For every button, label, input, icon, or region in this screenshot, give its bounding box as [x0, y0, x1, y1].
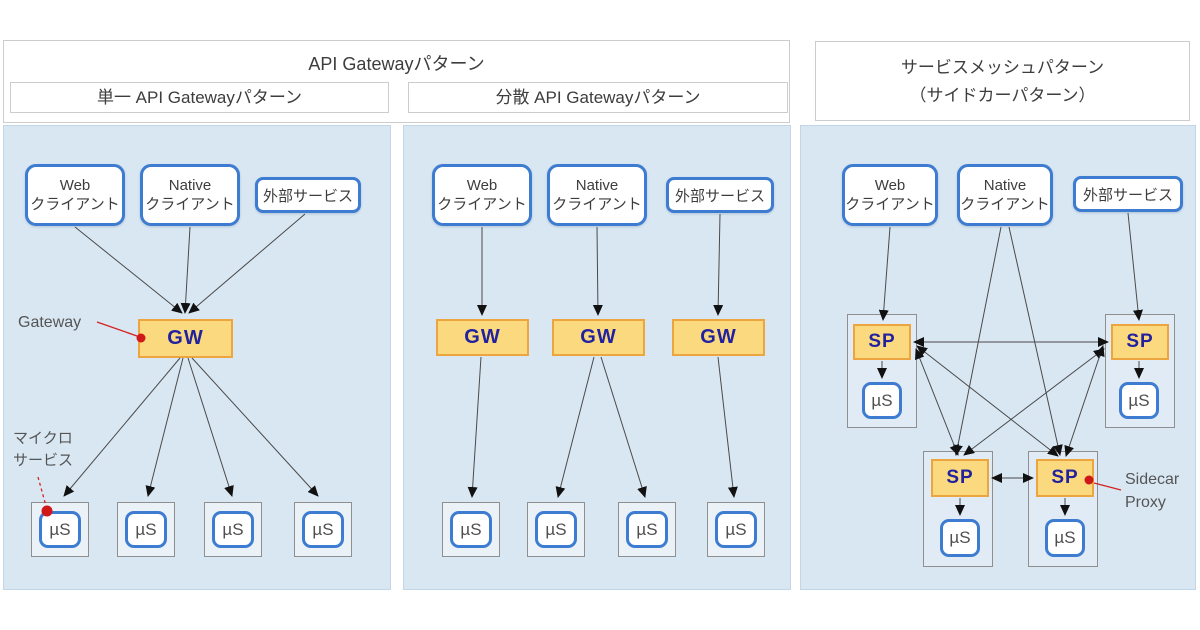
sidecar-proxy-label: SP	[946, 467, 974, 488]
sidecar-proxy-annotation-line2: Proxy	[1125, 494, 1166, 512]
microservice-label: µS	[49, 519, 71, 539]
service-mesh-header: サービスメッシュパターン （サイドカーパターン）	[815, 41, 1190, 121]
microservice-box: µS	[1045, 519, 1085, 557]
web-client-label-line1: Web	[59, 176, 91, 194]
api-gateway-group-title: API Gatewayパターン	[308, 54, 485, 74]
service-mesh-title-line2: （サイドカーパターン）	[909, 86, 1096, 106]
gateway-box: GW	[552, 319, 645, 356]
microservice-box: µS	[39, 511, 81, 548]
native-client-label-line2: クライアント	[552, 196, 642, 213]
sidecar-proxy-box: SP	[931, 459, 989, 497]
native-client-label-line2: クライアント	[145, 196, 235, 213]
native-client-box: Native クライアント	[547, 164, 647, 226]
native-client-box: Native クライアント	[140, 164, 240, 226]
web-client-label-line1: Web	[874, 176, 906, 194]
microservice-label: µS	[222, 519, 244, 539]
microservice-label: µS	[725, 519, 747, 539]
microservice-annotation: マイクロ サービス	[13, 428, 73, 472]
sidecar-proxy-box: SP	[1036, 459, 1094, 497]
native-client-label-line1: Native	[575, 176, 619, 194]
external-service-label: 外部サービス	[262, 187, 353, 205]
single-gateway-header: 単一 API Gatewayパターン	[10, 82, 389, 113]
native-client-label-line1: Native	[168, 176, 212, 194]
native-client-label-line1: Native	[983, 176, 1027, 194]
web-client-label-line1: Web	[466, 176, 498, 194]
gateway-label: GW	[167, 327, 204, 349]
sidecar-proxy-label: SP	[1051, 467, 1079, 488]
web-client-box: Web クライアント	[432, 164, 532, 226]
external-service-box: 外部サービス	[1073, 176, 1183, 212]
external-service-label: 外部サービス	[674, 187, 765, 205]
external-service-label: 外部サービス	[1082, 186, 1173, 204]
sidecar-proxy-box: SP	[853, 324, 911, 360]
microservice-box: µS	[125, 511, 167, 548]
microservice-label: µS	[545, 519, 567, 539]
microservice-label: µS	[312, 519, 334, 539]
web-client-label-line2: クライアント	[845, 196, 935, 213]
gateway-box: GW	[138, 319, 233, 358]
microservice-box: µS	[940, 519, 980, 557]
web-client-label-line2: クライアント	[30, 196, 120, 213]
microservice-box: µS	[862, 382, 902, 419]
microservice-annotation-line2: サービス	[13, 451, 74, 469]
sidecar-proxy-label: SP	[1126, 331, 1154, 352]
microservice-label: µS	[460, 519, 482, 539]
sidecar-proxy-box: SP	[1111, 324, 1169, 360]
microservice-label: µS	[135, 519, 157, 539]
microservice-label: µS	[1054, 528, 1076, 547]
web-client-box: Web クライアント	[25, 164, 125, 226]
sidecar-proxy-annotation: Sidecar Proxy	[1125, 468, 1179, 514]
gateway-annotation-text: Gateway	[18, 314, 82, 331]
gateway-box: GW	[672, 319, 765, 356]
distributed-gateway-header: 分散 API Gatewayパターン	[408, 82, 788, 113]
microservice-box: µS	[1119, 382, 1159, 419]
microservice-box: µS	[450, 511, 492, 548]
native-client-box: Native クライアント	[957, 164, 1053, 226]
gateway-box: GW	[436, 319, 529, 356]
microservice-annotation-line1: マイクロ	[13, 430, 73, 447]
web-client-label-line2: クライアント	[437, 196, 527, 213]
microservice-label: µS	[636, 519, 658, 539]
gateway-label: GW	[464, 326, 501, 348]
gateway-label: GW	[580, 326, 617, 348]
microservice-box: µS	[626, 511, 668, 548]
microservice-label: µS	[871, 390, 893, 410]
microservice-box: µS	[302, 511, 344, 548]
microservice-label: µS	[1128, 390, 1150, 410]
sidecar-proxy-label: SP	[868, 331, 896, 352]
distributed-gateway-title: 分散 API Gatewayパターン	[495, 88, 701, 107]
microservice-box: µS	[535, 511, 577, 548]
microservice-box: µS	[715, 511, 757, 548]
microservice-box: µS	[212, 511, 254, 548]
gateway-annotation: Gateway	[18, 311, 81, 334]
service-mesh-title-line1: サービスメッシュパターン	[900, 58, 1105, 77]
single-gateway-title: 単一 API Gatewayパターン	[96, 88, 303, 107]
external-service-box: 外部サービス	[255, 177, 361, 213]
microservice-label: µS	[949, 528, 971, 547]
external-service-box: 外部サービス	[666, 177, 774, 213]
native-client-label-line2: クライアント	[960, 196, 1050, 213]
web-client-box: Web クライアント	[842, 164, 938, 226]
gateway-label: GW	[700, 326, 737, 348]
sidecar-proxy-annotation-line1: Sidecar	[1125, 471, 1180, 488]
